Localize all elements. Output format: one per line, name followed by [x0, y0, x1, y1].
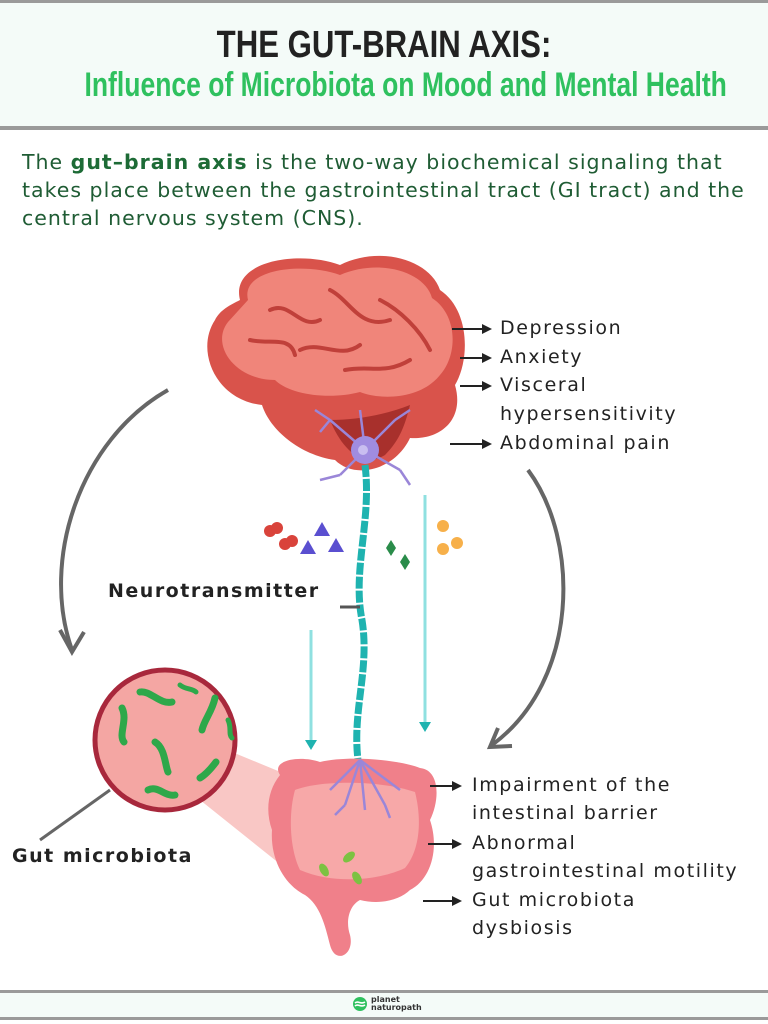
- arrow-anxiety: [460, 357, 482, 359]
- gut-effect-impairment-line1: Impairment of the: [472, 774, 672, 796]
- footer-banner: planet naturopath: [0, 990, 768, 1020]
- intro-prefix: The: [22, 150, 71, 174]
- curved-arrow-brain-to-gut: [59, 388, 169, 651]
- gut-effect-dysbiosis-line1: Gut microbiota: [472, 889, 636, 911]
- arrow-abdominal: [450, 443, 482, 445]
- signal-arrow-right-icon: [419, 722, 431, 732]
- logo-line1: planet: [371, 995, 400, 1004]
- arrow-visceral: [460, 385, 482, 387]
- logo-line2: naturopath: [371, 1003, 422, 1012]
- planet-logo-icon: [353, 997, 367, 1011]
- brain-icon: [207, 255, 465, 471]
- arrow-head-icon: [452, 896, 462, 906]
- microbiota-pointer: [39, 788, 111, 842]
- gut-microbiota-label: Gut microbiota: [12, 845, 193, 867]
- brand-logo: planet naturopath: [352, 996, 422, 1012]
- neuron-icon: [314, 408, 412, 486]
- intro-paragraph: The gut–brain axis is the two-way bioche…: [22, 148, 752, 232]
- arrow-head-icon: [482, 381, 492, 391]
- brain-effect-visceral-line1: Visceral: [500, 374, 588, 396]
- curved-arrow-head-right: [486, 727, 513, 750]
- curved-arrow-head-left: [58, 629, 86, 657]
- intro-bold-term: gut–brain axis: [70, 150, 248, 174]
- arrow-motility: [428, 843, 452, 845]
- arrow-dysbiosis: [423, 900, 452, 902]
- neurotransmitter-molecules-icon: [264, 520, 463, 570]
- neurotransmitter-label: Neurotransmitter: [108, 580, 320, 602]
- brain-effect-visceral-line2: hypersensitivity: [500, 403, 678, 425]
- arrow-head-icon: [482, 439, 492, 449]
- gut-effect-motility-line2: gastrointestinal motility: [472, 860, 739, 882]
- gut-effect-impairment-line2: intestinal barrier: [472, 802, 659, 824]
- intestine-icon: [268, 758, 437, 956]
- axon-icon: [353, 464, 371, 761]
- arrow-head-icon: [482, 324, 492, 334]
- brain-effect-abdominal-pain: Abdominal pain: [500, 432, 671, 454]
- gut-effect-dysbiosis-line2: dysbiosis: [472, 917, 574, 939]
- page-subtitle: Influence of Microbiota on Mood and Ment…: [84, 66, 727, 104]
- arrow-depression: [452, 328, 482, 330]
- arrow-head-icon: [452, 781, 462, 791]
- header-banner: THE GUT-BRAIN AXIS: Influence of Microbi…: [0, 0, 768, 130]
- microbiota-magnifier-icon: [92, 667, 238, 813]
- arrow-impairment: [430, 785, 452, 787]
- arrow-head-icon: [452, 839, 462, 849]
- brain-effect-anxiety: Anxiety: [500, 346, 584, 368]
- logo-text: planet naturopath: [371, 996, 422, 1012]
- page-title: THE GUT-BRAIN AXIS:: [216, 24, 552, 66]
- curved-arrow-gut-to-brain: [490, 468, 566, 747]
- brain-effect-depression: Depression: [500, 317, 623, 339]
- arrow-head-icon: [482, 353, 492, 363]
- gut-effect-motility-line1: Abnormal: [472, 832, 577, 854]
- intro-rest: is the two-way biochemical signaling tha…: [22, 150, 745, 230]
- signal-arrow-left-icon: [305, 740, 317, 750]
